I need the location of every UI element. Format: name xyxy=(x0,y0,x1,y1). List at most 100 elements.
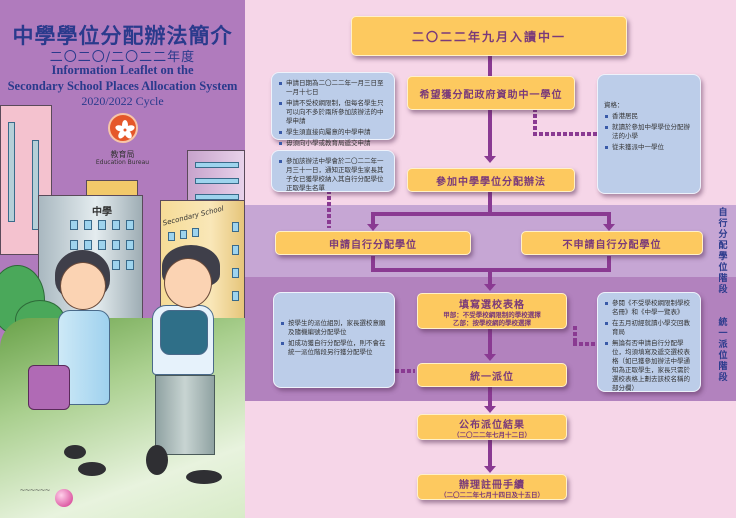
building-window xyxy=(70,220,78,230)
note-item: 申請日期為二〇二二年一月三日至一月十七日 xyxy=(278,79,388,97)
building-window xyxy=(192,228,199,237)
band-label-central-allocation: 統一派位階段 xyxy=(718,318,728,383)
building-window xyxy=(84,240,92,250)
fill-form-title: 填寫選校表格 xyxy=(459,299,525,311)
building-window xyxy=(126,220,134,230)
step-registration: 辦理註冊手續 （二〇二二年七月十四日及十五日） xyxy=(417,474,567,500)
bureau-name-chinese: 教育局 xyxy=(110,150,135,159)
step-fill-choice-form: 填寫選校表格 甲部：不受學校網限制的學校選擇 乙部：按學校網的學校選擇 xyxy=(417,293,567,329)
note-item: 無論有否申請自行分配學位，均須填寫及遞交選校表格（如已獲參加辦法中學通知為正取學… xyxy=(604,339,694,393)
boy-trousers xyxy=(155,375,215,455)
dashed-connector xyxy=(573,342,599,346)
girl-shoe xyxy=(64,445,86,459)
boy-backpack xyxy=(160,310,208,355)
building-window xyxy=(8,122,15,222)
girl-shoe xyxy=(78,462,106,476)
building-window xyxy=(195,162,239,168)
bauhinia-logo-icon xyxy=(108,113,138,143)
eligibility-title: 資格： xyxy=(604,101,624,109)
note-allocation-mechanism: 按學生的派位組別，家長選校意願及隨機編號分配學位 如成功獲自行分配學位，則不會在… xyxy=(273,292,395,388)
dashed-connector xyxy=(533,108,537,134)
eligibility-item: 香港居民 xyxy=(604,112,694,121)
step-join-label: 參加中學學位分配辦法 xyxy=(436,176,546,188)
arrow-down-icon xyxy=(484,156,496,163)
cover-title-english-line1: Information Leaflet on the xyxy=(51,63,194,77)
building-window xyxy=(112,240,120,250)
connector-line xyxy=(371,212,611,216)
building-window xyxy=(84,220,92,230)
arrow-down-icon xyxy=(367,224,379,231)
arrow-down-icon xyxy=(484,284,496,291)
building-window xyxy=(195,178,239,184)
step-not-apply-self-allocation: 不申請自行分配學位 xyxy=(521,231,703,255)
building-window xyxy=(168,232,175,241)
connector-line xyxy=(488,110,492,158)
release-results-title: 公布派位結果 xyxy=(459,419,525,431)
cover-title-chinese: 中學學位分配辦法簡介 xyxy=(12,23,233,48)
eligibility-item: 從未獲派中一學位 xyxy=(604,143,694,152)
building-window xyxy=(70,240,78,250)
step-central-allocation: 統一派位 xyxy=(417,363,567,387)
building-window xyxy=(232,245,239,255)
connector-line xyxy=(488,438,492,468)
note-admission-notice: 參加該辦法中學會於二〇二二年一月三十一日，通知正取學生家長其子女已獲學校納入其自… xyxy=(271,150,395,192)
dashed-connector xyxy=(533,132,599,136)
building-sign-zh: 中學 xyxy=(92,207,112,218)
connector-line xyxy=(488,268,492,286)
connector-line xyxy=(371,256,375,270)
step-join-ssspa: 參加中學學位分配辦法 xyxy=(407,168,575,192)
note-item: 學生須直接向屬意的中學申請 xyxy=(278,128,388,137)
release-results-date: （二〇二二年七月十二日） xyxy=(453,430,531,439)
building-window xyxy=(126,260,134,270)
connector-line xyxy=(488,386,492,408)
arrow-down-icon xyxy=(603,224,615,231)
note-application-details: 申請日期為二〇二二年一月三日至一月十七日 申請不受校網限制，但每名學生只可以向不… xyxy=(271,72,395,147)
central-allocation-label: 統一派位 xyxy=(470,371,514,383)
step-wish-subsidised-place: 希望獲分配政府資助中一學位 xyxy=(407,76,575,110)
apply-self-allocation-label: 申請自行分配學位 xyxy=(329,239,417,251)
building-window xyxy=(112,260,120,270)
connector-line xyxy=(488,192,492,214)
girl-face xyxy=(60,262,106,310)
building-window xyxy=(126,240,134,250)
building-window xyxy=(232,268,239,278)
boy-face xyxy=(164,258,212,308)
note-choice-form-details: 參閱《不受學校網限制學校名冊》和《中學一覽表》 在五月初經就讀小學交回教育局 無… xyxy=(597,292,701,392)
boy-shoe xyxy=(186,470,222,484)
note-item: 如成功獲自行分配學位，則不會在統一派位階段另行獲分配學位 xyxy=(280,339,388,357)
dashed-connector xyxy=(573,326,577,344)
building-window xyxy=(112,220,120,230)
publisher-logo-icon xyxy=(55,489,73,507)
cover-title-english: Information Leaflet on the Secondary Sch… xyxy=(0,62,245,94)
registration-title: 辦理註冊手續 xyxy=(459,479,525,491)
step-start-secondary-one: 二〇二二年九月入讀中一 xyxy=(351,16,627,56)
step-apply-self-allocation: 申請自行分配學位 xyxy=(275,231,471,255)
dashed-connector xyxy=(327,190,331,228)
building-window xyxy=(98,240,106,250)
cover-cycle: 2020/2022 Cycle xyxy=(81,94,164,108)
connector-line xyxy=(371,212,375,226)
cover-title-english-line2: Secondary School Places Allocation Syste… xyxy=(7,79,238,93)
connector-line xyxy=(607,212,611,226)
building-window xyxy=(195,194,239,200)
building-window xyxy=(98,220,106,230)
allocation-flowchart: 自行分配學位階段 統一派位階段 二〇二二年九月入讀中一 希望獲分配政府資助中一學… xyxy=(245,0,736,518)
bureau-name-english: Education Bureau xyxy=(95,159,150,166)
cover-year-chinese: 二〇二〇/二〇二二年度 xyxy=(49,50,196,65)
publisher-mark: ⁓⁓⁓⁓⁓⁓ xyxy=(20,488,50,494)
fill-form-part-b: 乙部：按學校網的學校選擇 xyxy=(453,318,531,327)
note-item: 毋須向小學或教育局遞交申請 xyxy=(278,139,388,148)
dashed-connector xyxy=(395,369,415,373)
connector-line xyxy=(488,328,492,356)
note-item: 按學生的派位組別，家長選校意願及隨機編號分配學位 xyxy=(280,319,388,337)
building-window xyxy=(32,140,39,230)
arrow-down-icon xyxy=(484,354,496,361)
building-window xyxy=(180,230,187,239)
step-start-label: 二〇二二年九月入讀中一 xyxy=(411,29,566,44)
building-window xyxy=(232,222,239,232)
leaflet-cover: 中學學位分配辦法簡介 二〇二〇/二〇二二年度 Information Leafl… xyxy=(0,0,245,518)
note-item: 在五月初經就讀小學交回教育局 xyxy=(604,319,694,337)
step-wish-label: 希望獲分配政府資助中一學位 xyxy=(419,89,563,101)
registration-date: （二〇二二年七月十四日及十五日） xyxy=(440,490,544,499)
building-window xyxy=(232,291,239,301)
